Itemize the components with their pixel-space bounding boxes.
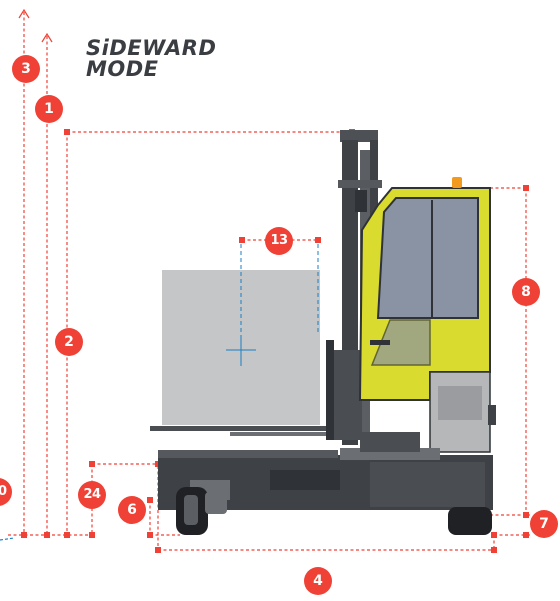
forks xyxy=(150,426,350,436)
callout-7: 7 xyxy=(530,510,558,538)
mode-title-line1: SiDEWARD xyxy=(86,36,217,60)
callout-6: 6 xyxy=(118,496,146,524)
cab-window xyxy=(376,197,479,319)
dimension-endpoints xyxy=(21,129,529,553)
mode-title-line2: MODE xyxy=(86,57,159,81)
mode-title: SiDEWARD MODE xyxy=(86,38,256,80)
side-guide-line xyxy=(0,537,15,541)
rear-wheel xyxy=(448,507,492,535)
engine-housing xyxy=(429,371,496,453)
arrow-up-icon xyxy=(41,32,53,43)
operator-cab xyxy=(355,177,491,401)
callout-1: 1 xyxy=(35,95,63,123)
beacon-light-icon xyxy=(452,177,462,188)
callout-8: 8 xyxy=(512,278,540,306)
callout-13: 13 xyxy=(265,227,293,255)
callout-3: 3 xyxy=(12,55,40,83)
callout-4: 4 xyxy=(304,567,332,595)
callout-2: 2 xyxy=(55,328,83,356)
arrow-up-icon xyxy=(18,8,30,19)
callout-10: 10 xyxy=(0,478,12,506)
front-wheel xyxy=(176,487,227,535)
mirror-icon xyxy=(355,190,367,212)
callout-24: 24 xyxy=(78,481,106,509)
